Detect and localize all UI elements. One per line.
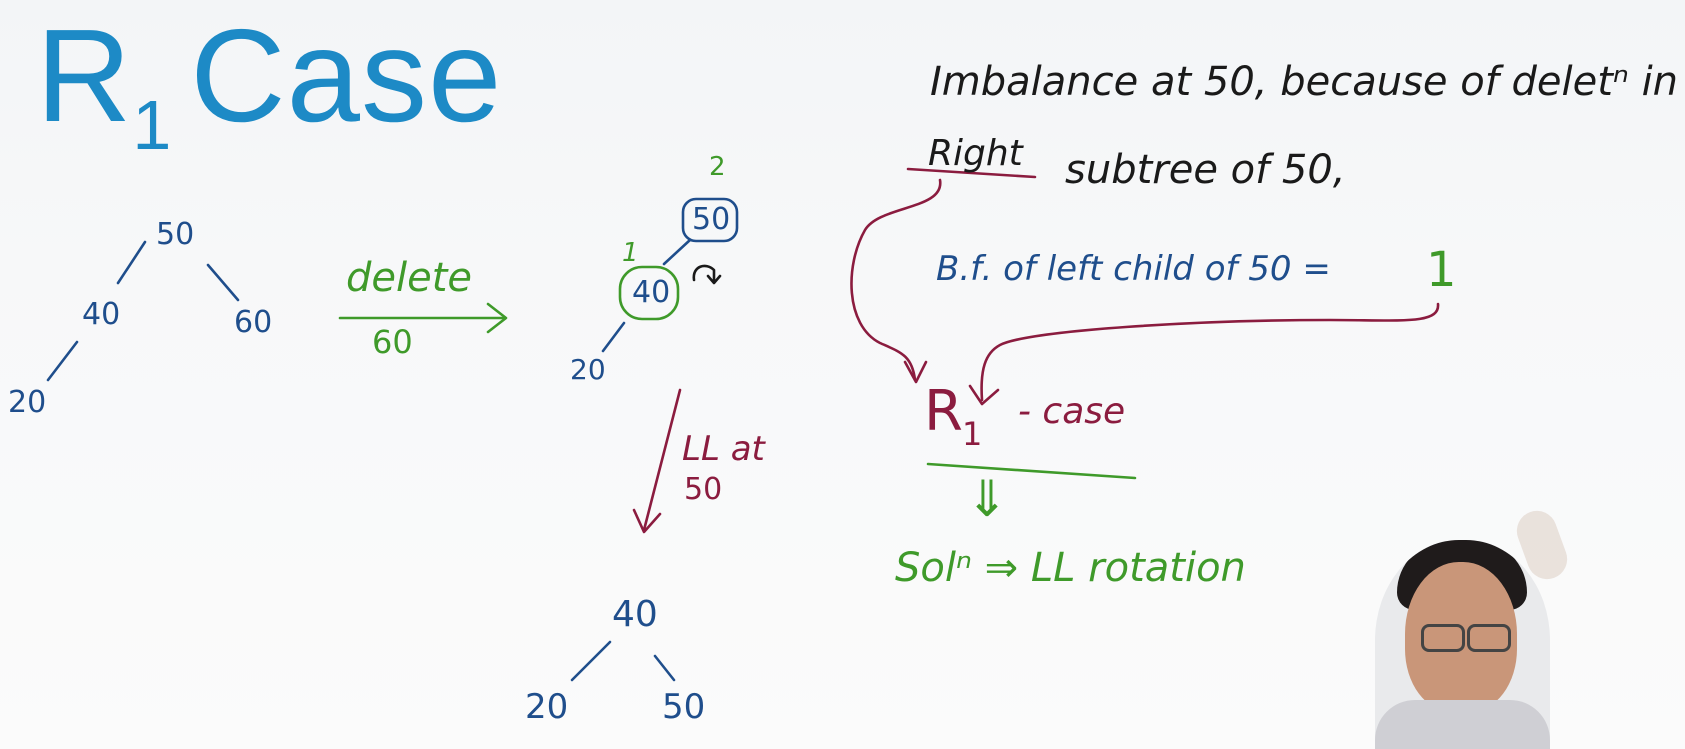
edge-40-20-after xyxy=(601,321,626,353)
delete-arrowhead xyxy=(486,302,508,334)
note-bf-value: 1 xyxy=(1426,242,1457,298)
ll-arrow-shaft xyxy=(642,388,682,532)
case-text: - case xyxy=(1018,391,1126,432)
ll-arrowhead xyxy=(632,508,662,534)
case-underline xyxy=(926,462,1137,480)
implies-arrow-icon: ⇓ xyxy=(966,470,1008,528)
delete-value-label: 60 xyxy=(372,323,413,361)
node-after-40: 40 xyxy=(632,275,671,310)
title-letter: R xyxy=(36,2,133,149)
edge-50-40 xyxy=(116,240,147,285)
right-to-case-arrowhead xyxy=(903,360,928,384)
node-after-50: 50 xyxy=(692,202,731,237)
node-40-circle xyxy=(618,265,680,321)
bf-to-case-arrowhead xyxy=(968,384,1000,406)
node-50-box xyxy=(681,197,739,243)
node-original-20: 20 xyxy=(8,385,47,420)
edge-50-60 xyxy=(206,263,240,302)
title-subscript: 1 xyxy=(132,86,173,164)
right-underline xyxy=(906,167,1037,179)
delete-label: delete xyxy=(346,255,473,301)
rotate-hint-icon xyxy=(692,264,722,285)
edge-40-20-rotated xyxy=(570,640,612,682)
node-original-50: 50 xyxy=(156,217,195,252)
bf-root-label: 2 xyxy=(709,152,726,182)
note-right-word: Right xyxy=(928,133,1023,174)
ll-label: LL at xyxy=(682,429,765,469)
edge-40-20 xyxy=(46,340,79,382)
note-subtree-line: subtree of 50, xyxy=(1065,147,1346,193)
title-case: Case xyxy=(190,2,503,149)
presenter-webcam xyxy=(1375,540,1550,749)
right-to-case-arrow xyxy=(850,178,942,382)
bf-to-case-arrow xyxy=(980,302,1440,402)
node-rotated-40: 40 xyxy=(612,594,658,635)
case-letter: R xyxy=(924,379,963,444)
bf-left-label: 1 xyxy=(622,238,639,268)
node-original-40: 40 xyxy=(82,297,121,332)
node-after-20: 20 xyxy=(570,353,606,386)
node-rotated-50: 50 xyxy=(662,687,706,727)
ll-node-label: 50 xyxy=(684,472,723,507)
edge-50-40-after xyxy=(662,238,692,266)
note-bf-text: B.f. of left child of 50 = xyxy=(936,249,1331,289)
case-subscript: 1 xyxy=(962,415,983,453)
note-imbalance-line: Imbalance at 50, because of deletⁿ in xyxy=(930,59,1679,105)
solution-text: Solⁿ ⇒ LL rotation xyxy=(895,545,1246,591)
node-rotated-20: 20 xyxy=(525,687,569,727)
node-original-60: 60 xyxy=(234,305,273,340)
edge-40-50-rotated xyxy=(653,654,676,682)
